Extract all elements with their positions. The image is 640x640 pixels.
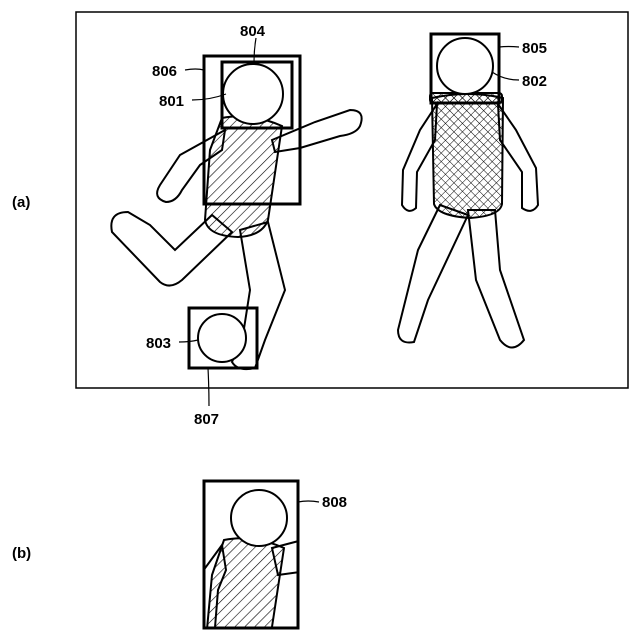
panel-b-label: (b) [12, 545, 31, 562]
ref-807: 807 [194, 411, 219, 428]
panel-a-label: (a) [12, 194, 30, 211]
ref-801: 801 [159, 93, 184, 110]
head-801 [223, 64, 283, 124]
ref-802: 802 [522, 73, 547, 90]
walking-figure [398, 38, 538, 348]
torso-801-hatched [205, 116, 282, 237]
ref-803: 803 [146, 335, 171, 352]
head-802 [437, 38, 493, 94]
ref-806: 806 [152, 63, 177, 80]
ref-805: 805 [522, 40, 547, 57]
torso-802-crosshatched [432, 94, 503, 218]
head-803 [198, 314, 246, 362]
panel-b-crop [196, 490, 340, 640]
ref-804: 804 [240, 23, 266, 40]
ref-808: 808 [322, 494, 347, 511]
